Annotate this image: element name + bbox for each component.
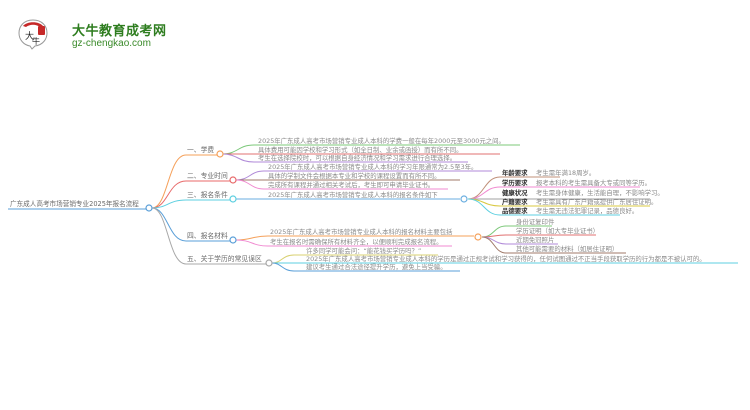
requirement-key: 年龄要求 bbox=[502, 169, 528, 177]
branch-tuition: 一、学费 bbox=[187, 146, 215, 154]
materials-detail: 考生在报名时需确保所有材料齐全，以便顺利完成报名流程。 bbox=[270, 238, 443, 246]
material-item: 其他可能需要的材料（如居住证明） bbox=[516, 245, 619, 253]
branch-study-duration: 二、专业时间 bbox=[187, 172, 228, 180]
svg-text:大: 大 bbox=[25, 30, 34, 42]
logo-url: gz-chengkao.com bbox=[72, 38, 151, 49]
mindmap-root: 广东成人高考市场营销专业2025年报名流程 bbox=[10, 200, 139, 208]
requirement-key: 户籍要求 bbox=[502, 198, 528, 206]
material-item: 身份证复印件 bbox=[516, 218, 555, 226]
branch-requirements: 三、报名条件 bbox=[187, 191, 228, 199]
site-logo: 大 牛 大牛教育成考网 gz-chengkao.com bbox=[18, 18, 168, 54]
logo-badge-icon: 大 牛 bbox=[18, 19, 48, 50]
tuition-detail: 考生在选择院校时，可以根据自身经济情况和学习需求进行合理选择。 bbox=[258, 154, 457, 162]
requirement-value: 报考本科的考生需具备大专或同等学历。 bbox=[536, 179, 652, 187]
material-item: 近期免冠照片 bbox=[516, 236, 555, 244]
material-item: 学历证明（如大专毕业证书） bbox=[516, 227, 600, 235]
svg-text:牛: 牛 bbox=[32, 36, 40, 46]
requirements-intro: 2025年广东成人高考市场营销专业成人本科的报名条件如下 bbox=[268, 191, 438, 199]
requirement-value: 考生需具有广东户籍或提供广东居住证明。 bbox=[536, 198, 658, 206]
branch-misconceptions: 五、关于学历的常见误区 bbox=[187, 255, 262, 263]
tuition-detail: 2025年广东成人高考市场营销专业成人本科的学费一般在每年2000元至3000元… bbox=[258, 137, 505, 145]
misconception-detail: 建议考生通过合法途径提升学历，避免上当受骗。 bbox=[306, 263, 447, 271]
requirement-key: 健康状况 bbox=[502, 189, 528, 197]
requirement-value: 考生需年满18周岁。 bbox=[536, 169, 596, 177]
requirement-value: 考生需无违法犯罪记录，品德良好。 bbox=[536, 207, 639, 215]
misconception-detail: 2025年广东成人高考市场营销专业成人本科的学历是通过正规考试和学习获得的，任何… bbox=[306, 255, 706, 263]
tuition-detail: 具体费用可能因学校和学习形式（如全日制、业余或函授）而有所不同。 bbox=[258, 146, 463, 154]
requirement-value: 考生需身体健康，生活能自理，不影响学习。 bbox=[536, 189, 664, 197]
requirement-key: 品德要求 bbox=[502, 207, 528, 215]
branch-materials: 四、报名材料 bbox=[187, 232, 228, 240]
duration-detail: 2025年广东成人高考市场营销专业成人本科的学习年限通常为2.5至3年。 bbox=[268, 163, 478, 171]
duration-detail: 完成所有课程并通过相关考试后，考生即可申请毕业证书。 bbox=[268, 181, 435, 189]
materials-detail: 2025年广东成人高考市场营销专业成人本科的报名材料主要包括 bbox=[270, 228, 453, 236]
logo-title: 大牛教育成考网 bbox=[72, 24, 167, 39]
misconception-detail: 许多同学可能会问：“能花钱买学历吗？” bbox=[306, 247, 422, 255]
duration-detail: 具体的学制文件会根据本专业和学校的课程设置而有所不同。 bbox=[268, 172, 441, 180]
requirement-key: 学历要求 bbox=[502, 179, 528, 187]
